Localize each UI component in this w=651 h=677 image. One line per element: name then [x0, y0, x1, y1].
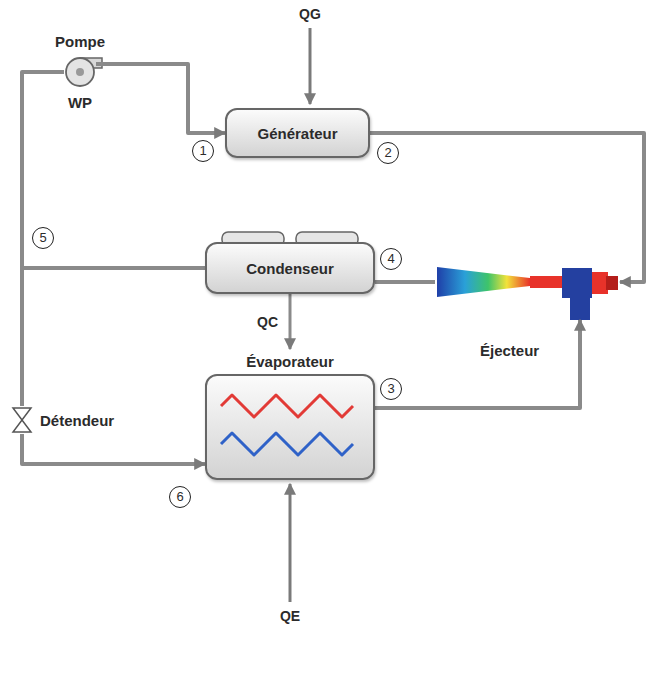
ejector: Éjecteur	[435, 258, 620, 320]
heat-label: QC	[255, 314, 280, 330]
callout-number: 5	[32, 227, 54, 249]
pipe-connector	[96, 64, 225, 133]
process-box: Générateur	[225, 108, 370, 158]
node-label: Éjecteur	[480, 342, 539, 359]
callout-number: 2	[377, 142, 399, 164]
pump: PompeWP	[64, 56, 96, 88]
node-label: Détendeur	[40, 412, 114, 429]
heat-exchanger-box: Évaporateur	[205, 374, 375, 480]
node-label: Condenseur	[246, 260, 334, 277]
pipe-connector	[22, 268, 205, 406]
node-label: Évaporateur	[246, 353, 334, 370]
node-label: Générateur	[257, 125, 337, 142]
work-label: WP	[68, 94, 92, 111]
pipe-connector	[289, 294, 292, 349]
process-box: Condenseur	[205, 242, 375, 294]
heat-label: QE	[280, 608, 300, 624]
valve-symbol	[13, 408, 31, 432]
pipe-connector	[22, 72, 205, 268]
heat-label: QG	[299, 6, 321, 22]
pipe-connector	[370, 133, 644, 282]
heat-arrow	[309, 28, 312, 104]
pipe-connector	[375, 280, 435, 284]
ejector-symbol	[437, 267, 618, 320]
pipe-connector	[22, 434, 205, 464]
callout-number: 4	[380, 248, 402, 270]
pipe-connector	[375, 320, 580, 408]
coil-line	[221, 395, 353, 417]
node-label: Pompe	[55, 33, 105, 50]
callout-number: 1	[192, 140, 214, 162]
callout-number: 3	[380, 378, 402, 400]
callout-number: 6	[169, 486, 191, 508]
heat-arrow	[289, 484, 292, 602]
coil-line	[221, 433, 353, 455]
expansion-valve: Détendeur	[12, 406, 32, 434]
